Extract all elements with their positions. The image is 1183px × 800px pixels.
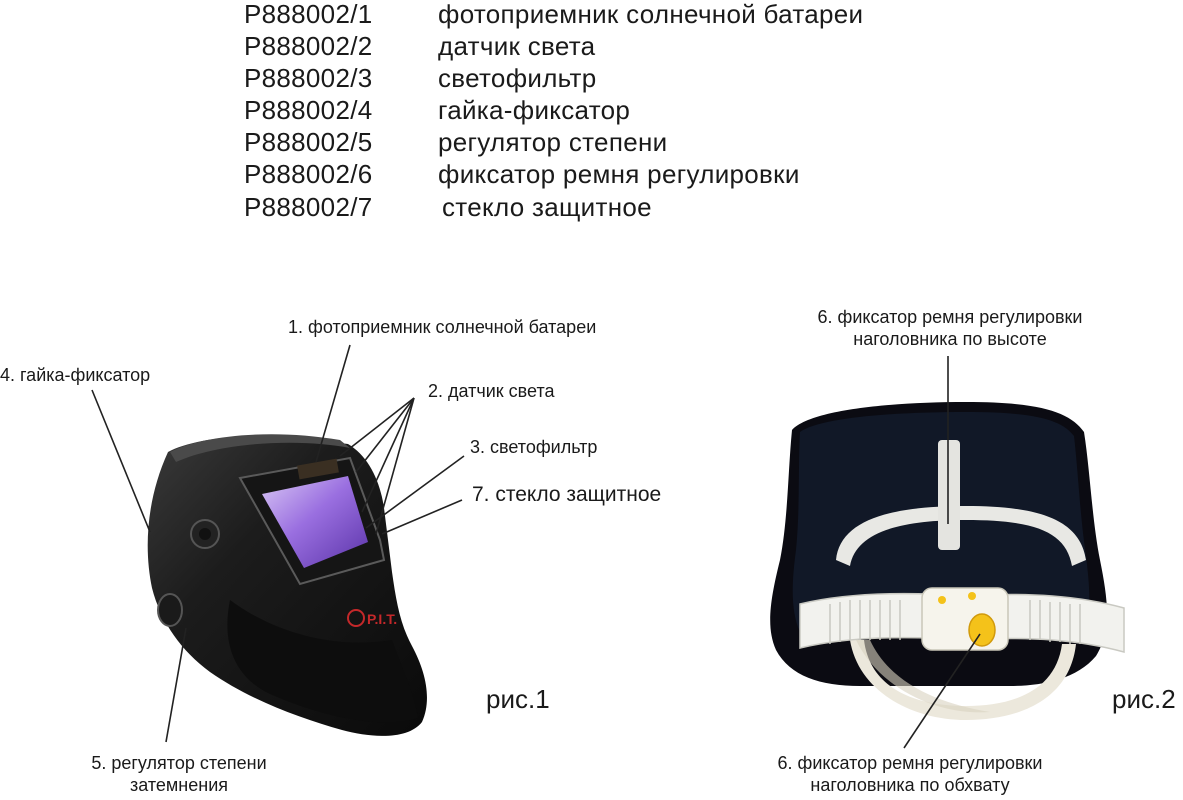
leader-line-sensor xyxy=(361,397,415,513)
part-code: P888002/2 xyxy=(244,31,373,61)
callout-shade-regulator-line2: затемнения xyxy=(130,775,228,795)
callout-height-lock-line1: 6. фиксатор ремня регулировки xyxy=(817,307,1083,327)
leader-line-glass xyxy=(381,499,463,535)
top-headband xyxy=(836,506,1086,566)
callout-lock-nut: 4. гайка-фиксатор xyxy=(0,365,151,385)
parts-list-row: P888002/2 датчик света xyxy=(0,30,1183,62)
figure-2: 6. фиксатор ремня регулировки наголовник… xyxy=(740,0,1183,800)
figure-1: P.I.T. 1. фотоприемник солнечной батареи… xyxy=(0,317,662,796)
part-code: P888002/7 xyxy=(244,192,373,222)
ratchet-housing xyxy=(921,587,1009,651)
callout-girth-lock-line1: 6. фиксатор ремня регулировки xyxy=(777,753,1043,773)
parts-list-row: P888002/5 регулятор степени xyxy=(0,126,1183,158)
brand-logo-text: P.I.T. xyxy=(367,611,397,627)
parts-list-row: P888002/7 стекло защитное xyxy=(0,191,1183,223)
part-code: P888002/5 xyxy=(244,127,373,157)
parts-list-row: P888002/4 гайка-фиксатор xyxy=(0,94,1183,126)
part-name: регулятор степени xyxy=(438,127,668,157)
part-code: P888002/6 xyxy=(244,159,373,189)
leader-line-sensor xyxy=(339,397,415,457)
parts-list-row: P888002/3 светофильтр xyxy=(0,62,1183,94)
filter-glass xyxy=(262,476,368,568)
height-strap xyxy=(938,440,960,550)
callout-filter: 3. светофильтр xyxy=(470,437,598,457)
part-name: светофильтр xyxy=(438,63,597,93)
callout-light-sensor: 2. датчик света xyxy=(428,381,555,401)
helmet-chin xyxy=(227,600,418,723)
helmet-illustration: P.I.T. xyxy=(91,344,465,743)
brand-logo-mark xyxy=(347,609,365,627)
part-name: датчик света xyxy=(438,31,596,61)
leader-line-sensor xyxy=(375,397,415,535)
parts-list: P888002/1 фотоприемник солнечной батареи… xyxy=(0,0,1183,230)
part-name: фотоприемник солнечной батареи xyxy=(438,0,864,29)
callout-shade-regulator: 5. регулятор степени затемнения xyxy=(68,752,290,796)
leader-line-nut xyxy=(91,389,151,533)
callout-girth-lock-line2: наголовника по обхвату xyxy=(810,775,1010,795)
callout-protective-glass: 7. стекло защитное xyxy=(472,483,662,506)
callout-solar-panel: 1. фотоприемник солнечной батареи xyxy=(288,317,597,337)
part-code: P888002/4 xyxy=(244,95,373,125)
leader-line-regulator xyxy=(165,627,187,743)
part-name: фиксатор ремня регулировки xyxy=(438,159,800,189)
parts-list-row: P888002/6 фиксатор ремня регулировки xyxy=(0,158,1183,190)
leader-line-filter xyxy=(365,455,465,529)
part-name: гайка-фиксатор xyxy=(438,95,631,125)
lower-headband xyxy=(850,640,1076,720)
solar-panel xyxy=(297,458,339,480)
ratchet-knob xyxy=(968,613,996,647)
ratchet-teeth xyxy=(829,600,1081,644)
figure-2-label: рис.2 xyxy=(1112,684,1176,714)
leader-line-girth xyxy=(903,633,981,749)
figure-1-label: рис.1 xyxy=(486,684,550,714)
part-name: стекло защитное xyxy=(442,192,652,222)
leader-line-solar xyxy=(315,344,351,463)
headgear-illustration xyxy=(770,356,1125,749)
part-code: P888002/1 xyxy=(244,0,373,29)
leader-line-sensor xyxy=(355,397,415,473)
parts-list-row: P888002/1 фотоприемник солнечной батареи xyxy=(0,0,1183,30)
shade-knob xyxy=(157,593,183,627)
callout-height-lock-line2: наголовника по высоте xyxy=(853,329,1047,349)
callout-height-lock: 6. фиксатор ремня регулировки наголовник… xyxy=(770,306,1130,350)
helmet-top-ridge xyxy=(170,434,350,462)
callout-shade-regulator-line1: 5. регулятор степени xyxy=(91,753,267,773)
callout-girth-lock: 6. фиксатор ремня регулировки наголовник… xyxy=(740,752,1080,796)
part-code: P888002/3 xyxy=(244,63,373,93)
